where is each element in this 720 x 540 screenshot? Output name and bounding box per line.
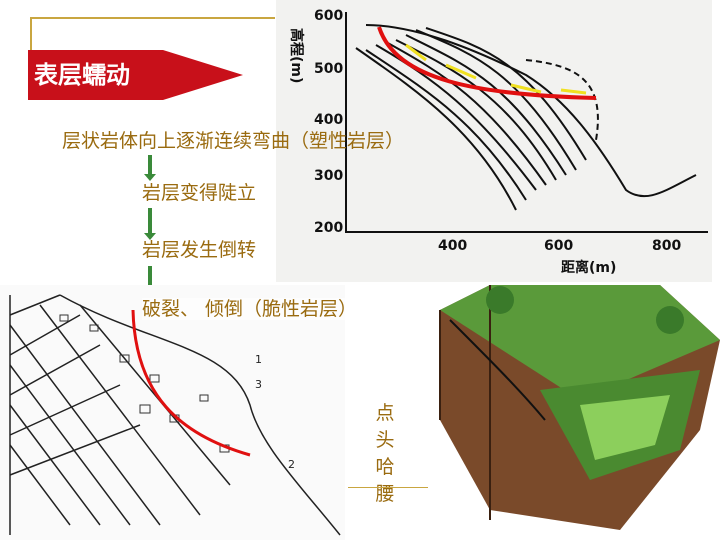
x-tick: 400 (438, 238, 467, 254)
slide-title: 表层蠕动 (28, 50, 163, 100)
side-label-char: 腰 (375, 483, 395, 505)
y-axis-label: 高程(m) (288, 28, 305, 83)
top-rule (30, 17, 275, 19)
creep-cross-section-sketch: 1 3 2 (0, 285, 345, 540)
y-tick: 500 (314, 61, 343, 77)
step-3: 岩层发生倒转 (142, 239, 257, 261)
title-arrow (163, 50, 243, 100)
x-tick: 600 (544, 238, 573, 254)
hillside-block-diagram (439, 285, 720, 530)
arrow-down-icon (144, 155, 156, 181)
elevation-profile-figure: 600 500 400 300 200 400 600 800 距离(m) 高程… (276, 0, 712, 282)
y-tick: 400 (314, 112, 343, 128)
side-label-char: 头 (375, 429, 395, 451)
sketch-label: 2 (288, 458, 295, 471)
step-4: 破裂、 倾倒（脆性岩层） (142, 298, 358, 320)
x-tick: 800 (652, 238, 681, 254)
side-underline (348, 487, 428, 488)
step-2: 岩层变得陡立 (142, 182, 257, 204)
arrow-down-icon (144, 208, 156, 240)
y-tick: 300 (314, 168, 343, 184)
sketch-label: 3 (255, 378, 262, 391)
y-tick: 600 (314, 8, 343, 24)
side-label-char: 点 (375, 402, 395, 424)
side-label-char: 哈 (375, 456, 395, 478)
x-axis-label: 距离(m) (561, 259, 616, 276)
side-label: 点 头 哈 腰 (372, 400, 398, 508)
y-tick: 200 (314, 220, 343, 236)
sketch-label: 1 (255, 353, 262, 366)
step-1: 层状岩体向上逐渐连续弯曲（塑性岩层） (62, 130, 405, 152)
left-rule (30, 17, 32, 50)
